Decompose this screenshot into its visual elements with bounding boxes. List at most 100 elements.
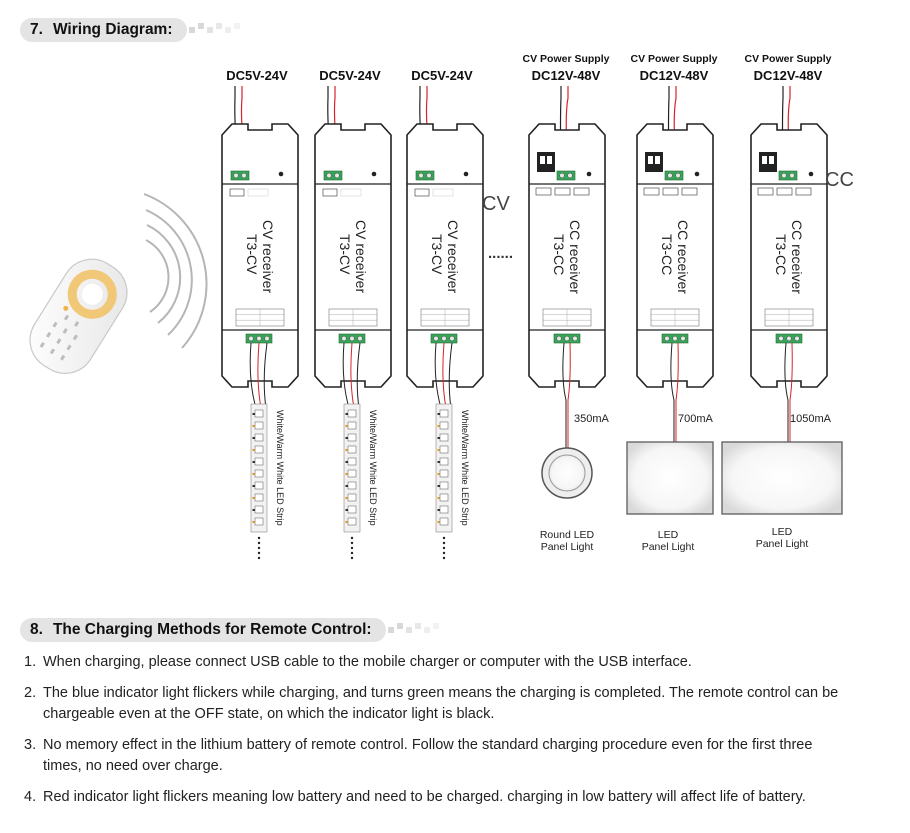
output-wire [263, 342, 268, 409]
output-current-label: 1050mA [790, 413, 832, 425]
input-voltage-label: DC12V-48V [754, 68, 823, 83]
receiver-name: CC receiver [675, 220, 691, 294]
power-supply-label: CV Power Supply [631, 53, 718, 65]
strip-continuation [350, 541, 354, 545]
terminal-block [415, 170, 435, 181]
indicator-label [322, 188, 338, 197]
more-receivers-ellipsis: ...... [488, 245, 513, 262]
receiver-casing [314, 123, 392, 388]
indicator-label [414, 188, 430, 197]
output-wire [784, 342, 789, 401]
receiver-name: CC receiver [789, 220, 805, 294]
strip-continuation [350, 556, 354, 560]
load-label-line1: LED [772, 526, 793, 538]
load-label-line2: Panel Light [756, 538, 809, 550]
learn-button [371, 171, 377, 177]
learn-button [808, 171, 814, 177]
learn-button [586, 171, 592, 177]
led-chip [254, 445, 264, 454]
receiver-model: T3-CV [244, 234, 260, 275]
strip-continuation [350, 546, 354, 550]
led-chip [254, 409, 264, 418]
led-chip [347, 493, 357, 502]
learn-button [694, 171, 700, 177]
input-voltage-label: DC12V-48V [640, 68, 709, 83]
receiver-casing [406, 123, 484, 388]
cc-group-label: CC [825, 169, 854, 191]
output-current-label: 350mA [574, 413, 610, 425]
receiver-casing [636, 123, 714, 388]
led-chip [347, 505, 357, 514]
receiver-name: CV receiver [353, 220, 369, 293]
led-strip-label: White/Warm White LED Strip [460, 410, 470, 526]
input-voltage-label: DC12V-48V [532, 68, 601, 83]
led-strip-label: White/Warm White LED Strip [368, 410, 378, 526]
led-chip [254, 433, 264, 442]
led-chip [347, 517, 357, 526]
led-chip [439, 409, 449, 418]
dip-switch [645, 152, 663, 172]
load-label-line1: Round LED [540, 529, 595, 541]
charging-step: 4.Red indicator light flickers meaning l… [24, 789, 806, 805]
strip-continuation [257, 551, 261, 555]
remote-control [29, 258, 128, 374]
output-wire [434, 342, 442, 409]
strip-continuation [257, 541, 261, 545]
receiver-casing [528, 123, 606, 388]
led-chip [347, 409, 357, 418]
led-chip [439, 517, 449, 526]
receiver-model: T3-CC [773, 234, 789, 275]
strip-continuation [257, 546, 261, 550]
receiver-name: CV receiver [260, 220, 276, 293]
dip-switch [537, 152, 555, 172]
led-chip [347, 469, 357, 478]
indicator-label [757, 187, 774, 196]
strip-continuation [350, 536, 354, 540]
indicator-label [229, 188, 245, 197]
dip-switch [759, 152, 777, 172]
led-chip [254, 517, 264, 526]
section-8-title: The Charging Methods for Remote Control: [52, 621, 372, 638]
output-wire [356, 342, 361, 409]
output-wire [350, 342, 355, 409]
terminal-block [230, 170, 250, 181]
input-voltage-label: DC5V-24V [411, 68, 473, 83]
receiver-casing [221, 123, 299, 388]
section-8-header: 8. The Charging Methods for Remote Contr… [20, 618, 442, 642]
charging-step: 3.No memory effect in the lithium batter… [24, 737, 813, 774]
output-wire [670, 342, 675, 401]
cv-group-label: CV [482, 193, 510, 215]
receiver-model: T3-CC [551, 234, 567, 275]
terminal-block [556, 170, 576, 181]
section-7-title: Wiring Diagram: [52, 21, 173, 38]
indicator-label [535, 187, 552, 196]
header-decoration [387, 623, 442, 633]
led-chip [439, 445, 449, 454]
led-chip [347, 433, 357, 442]
load-label-line2: Panel Light [541, 541, 594, 553]
output-current-label: 700mA [678, 413, 714, 425]
led-chip [439, 493, 449, 502]
led-chip [254, 421, 264, 430]
strip-continuation [257, 556, 261, 560]
load-label-line1: LED [658, 529, 679, 541]
led-chip [254, 505, 264, 514]
output-wire [249, 342, 257, 409]
terminal-block [778, 170, 798, 181]
led-chip [439, 421, 449, 430]
strip-continuation [442, 541, 446, 545]
input-voltage-label: DC5V-24V [319, 68, 381, 83]
section-8-pill: 8. The Charging Methods for Remote Contr… [20, 618, 386, 642]
terminal-block [664, 170, 684, 181]
charging-step: 1.When charging, please connect USB cabl… [24, 654, 692, 670]
input-voltage-label: DC5V-24V [226, 68, 288, 83]
output-wire [257, 342, 262, 409]
led-chip [347, 457, 357, 466]
